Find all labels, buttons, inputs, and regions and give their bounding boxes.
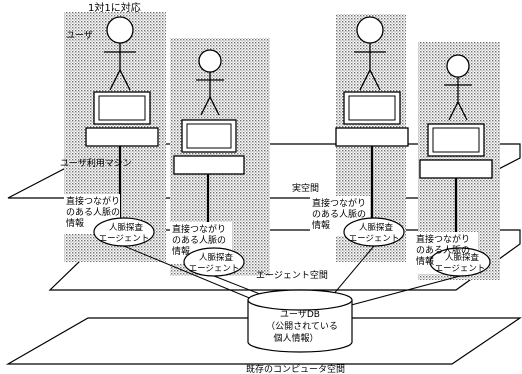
user-machine-4 — [420, 124, 492, 178]
one-to-one-label: 1対1に対応 — [88, 1, 141, 14]
svg-text:情報: 情報 — [172, 245, 190, 257]
user-machine-label: ユーザ利用マシン — [60, 157, 132, 169]
svg-text:直接つながり: 直接つながり — [416, 233, 470, 245]
user-label: ユーザ — [66, 30, 93, 41]
user-machine-1 — [86, 92, 158, 146]
computer-space-label: 既存のコンピュータ空間 — [246, 363, 345, 374]
svg-text:（公開されている: （公開されている — [266, 321, 338, 332]
svg-text:エージェント: エージェント — [349, 234, 400, 244]
svg-text:エージェント: エージェント — [99, 234, 150, 244]
svg-text:情報: 情報 — [312, 219, 330, 231]
svg-text:のある人脈の: のある人脈の — [312, 208, 366, 220]
svg-text:人脈探査: 人脈探査 — [199, 252, 234, 263]
svg-text:のある人脈の: のある人脈の — [66, 206, 120, 218]
real-space-label: 実空間 — [292, 182, 319, 194]
svg-text:直接つながり: 直接つながり — [312, 197, 366, 209]
agent-space-label: エージェント空間 — [256, 269, 328, 281]
svg-text:情報: 情報 — [416, 255, 434, 267]
svg-text:直接つながり: 直接つながり — [66, 195, 120, 207]
svg-text:エージェント: エージェント — [189, 264, 240, 274]
user-machine-3 — [336, 92, 408, 146]
svg-text:人脈探査: 人脈探査 — [359, 222, 394, 233]
svg-text:直接つながり: 直接つながり — [172, 223, 226, 235]
svg-text:個人情報）: 個人情報） — [273, 332, 318, 344]
svg-text:情報: 情報 — [66, 217, 84, 229]
svg-text:ユーザDB: ユーザDB — [280, 309, 320, 320]
user-machine-2 — [174, 120, 244, 174]
svg-text:人脈探査: 人脈探査 — [445, 252, 480, 263]
svg-text:のある人脈の: のある人脈の — [172, 234, 226, 246]
svg-text:人脈探査: 人脈探査 — [109, 222, 144, 233]
svg-text:エージェント: エージェント — [435, 264, 486, 274]
